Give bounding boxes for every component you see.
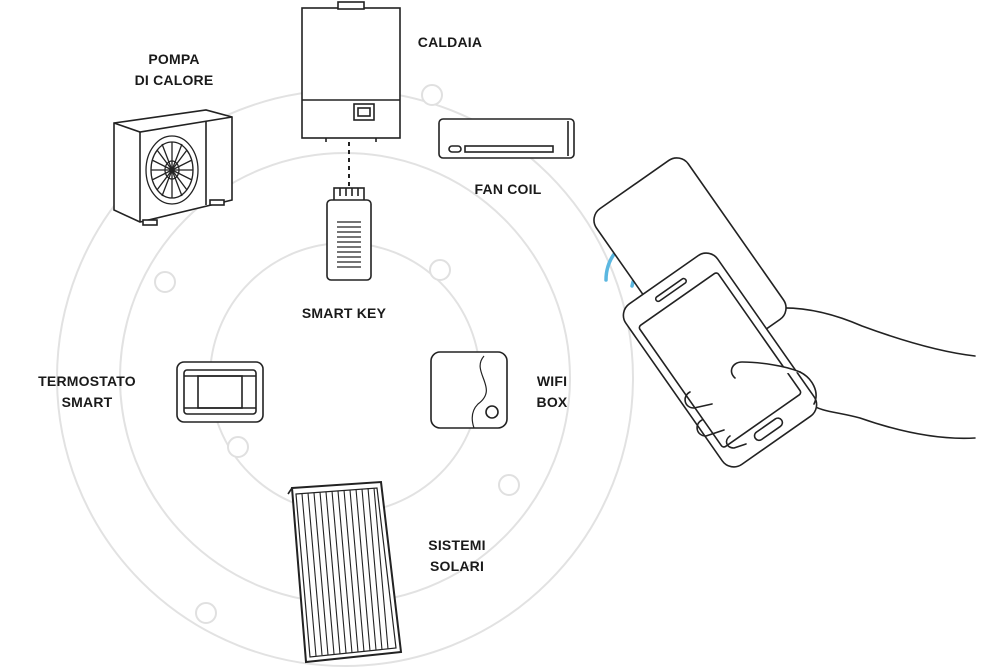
label-fan-coil-text: FAN COIL — [474, 181, 542, 197]
solar-panel-icon — [287, 480, 403, 664]
ring-node — [154, 271, 176, 293]
ring-node — [227, 436, 249, 458]
wifi-box-icon — [430, 351, 508, 429]
fan-coil-icon — [438, 118, 575, 159]
label-termostato-smart: TERMOSTATO SMART — [22, 371, 152, 413]
label-sistemi-line2: SOLARI — [429, 558, 485, 574]
ring-node — [429, 259, 451, 281]
smart-thermostat-icon — [176, 361, 264, 423]
label-caldaia-text: CALDAIA — [417, 34, 483, 50]
label-pompa-di-calore: POMPA DI CALORE — [104, 49, 244, 91]
label-wifi-line1: WIFI — [536, 373, 568, 389]
ring-nodes — [154, 84, 520, 624]
label-pompa-line1: POMPA — [148, 51, 200, 67]
ring-node — [195, 602, 217, 624]
label-sistemi-line1: SISTEMI — [428, 537, 486, 553]
boiler-icon — [301, 1, 401, 142]
label-wifi-box: WIFI BOX — [520, 371, 584, 413]
label-smart-key-text: SMART KEY — [301, 305, 387, 321]
label-smart-key: SMART KEY — [284, 303, 404, 324]
ring-node — [421, 84, 443, 106]
label-termostato-line1: TERMOSTATO — [38, 373, 136, 389]
ring-node — [498, 474, 520, 496]
smartphone-hand-icon — [593, 157, 976, 468]
smart-key-icon — [326, 187, 372, 281]
label-termostato-line2: SMART — [61, 394, 113, 410]
label-sistemi-solari: SISTEMI SOLARI — [414, 535, 500, 577]
label-pompa-line2: DI CALORE — [134, 72, 214, 88]
label-fan-coil: FAN COIL — [458, 179, 558, 200]
heat-pump-icon — [113, 109, 233, 226]
label-caldaia: CALDAIA — [408, 32, 492, 53]
label-wifi-line2: BOX — [536, 394, 568, 410]
